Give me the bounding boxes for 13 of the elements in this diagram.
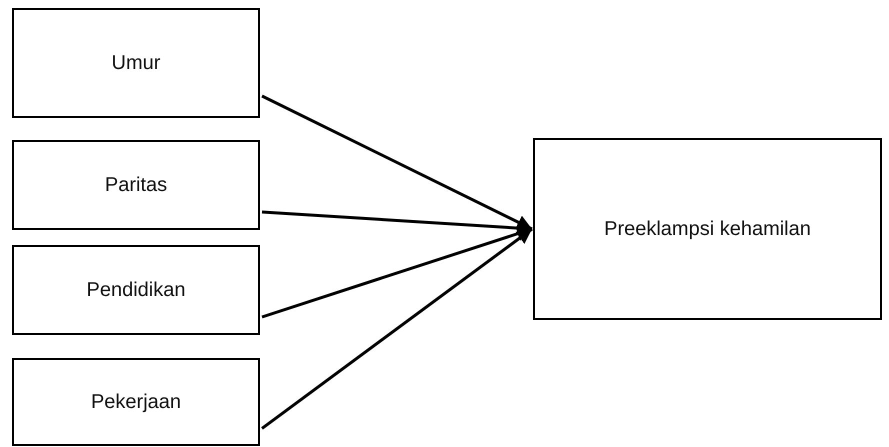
box-label: Pendidikan bbox=[86, 278, 186, 302]
text-box bbox=[12, 245, 260, 335]
text-box bbox=[12, 140, 260, 230]
arrow bbox=[261, 228, 533, 430]
arrow bbox=[262, 226, 532, 318]
box-label: Paritas bbox=[104, 174, 168, 196]
text-box bbox=[12, 358, 260, 446]
arrow bbox=[261, 94, 533, 230]
box-label: Umur bbox=[112, 52, 160, 74]
box-label: Preeklampsi kehamilan bbox=[604, 218, 811, 240]
text-box bbox=[533, 138, 882, 320]
box-label: Pekerjaan bbox=[90, 390, 182, 414]
text-box bbox=[12, 8, 260, 118]
